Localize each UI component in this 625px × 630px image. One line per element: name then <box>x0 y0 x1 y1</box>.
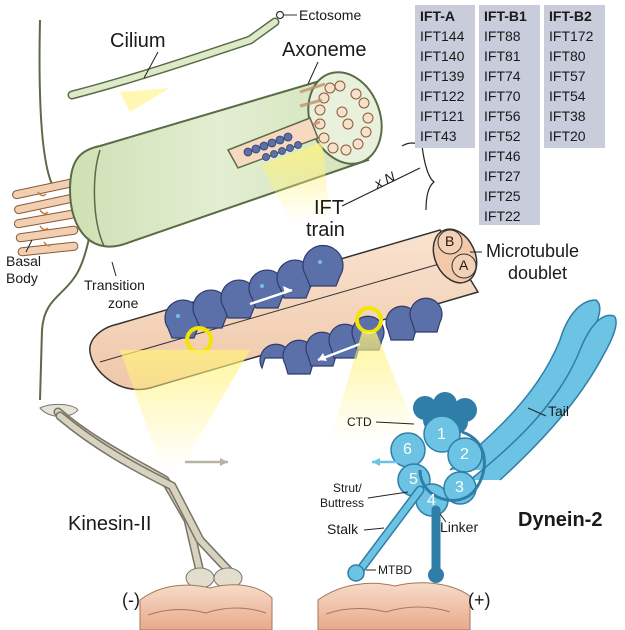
dynein-2 <box>347 299 617 583</box>
axoneme-label: Axoneme <box>282 39 367 61</box>
ift-b2-table: IFT-B2 IFT172 IFT80 IFT57 IFT54 IFT38 IF… <box>544 5 605 148</box>
ift-b2-item: IFT172 <box>549 28 594 44</box>
ectosome-label: Ectosome <box>299 7 362 23</box>
microtubule-label-1: Microtubule <box>486 241 580 261</box>
ift-a-table: IFT-A IFT144 IFT140 IFT139 IFT122 IFT121… <box>415 5 475 148</box>
ift-b1-item: IFT74 <box>484 68 521 84</box>
ift-train-label-2: train <box>306 219 345 241</box>
ift-a-header: IFT-A <box>420 8 455 24</box>
basal-body-label-2: Body <box>6 270 38 286</box>
kinesin-microtubule <box>139 584 273 630</box>
ift-b1-item: IFT56 <box>484 108 521 124</box>
plus-end-label: (+) <box>468 590 491 610</box>
ift-a-item: IFT144 <box>420 28 465 44</box>
ift-b2-item: IFT20 <box>549 128 586 144</box>
ift-b2-item: IFT38 <box>549 108 586 124</box>
aaa-1-label: 1 <box>437 426 446 443</box>
ift-train-anterograde <box>164 244 344 339</box>
linker-label: Linker <box>440 519 479 535</box>
axoneme-cylinder <box>68 71 383 248</box>
kinesin-ii <box>39 403 243 589</box>
ift-b1-item: IFT81 <box>484 48 521 64</box>
aaa-4-label: 4 <box>427 492 436 509</box>
basal-body <box>12 178 79 257</box>
tubule-b-label: B <box>445 233 455 249</box>
strut-label-1: Strut/ <box>333 481 362 495</box>
cilium-label: Cilium <box>110 30 166 52</box>
ift-b1-header: IFT-B1 <box>484 8 527 24</box>
ift-a-item: IFT139 <box>420 68 465 84</box>
ift-b2-item: IFT54 <box>549 88 586 104</box>
ift-b1-item: IFT88 <box>484 28 521 44</box>
ift-a-item: IFT43 <box>420 128 457 144</box>
transition-zone-label-1: Transition <box>84 277 145 293</box>
ift-a-item: IFT122 <box>420 88 465 104</box>
ift-b1-item: IFT70 <box>484 88 521 104</box>
ift-b2-header: IFT-B2 <box>549 8 592 24</box>
ift-b1-item: IFT52 <box>484 128 521 144</box>
basal-body-label-1: Basal <box>6 253 42 269</box>
ift-a-item: IFT140 <box>420 48 465 64</box>
kinesin-label: Kinesin-II <box>68 513 152 535</box>
strut-label-2: Buttress <box>320 496 365 510</box>
ift-b1-item: IFT46 <box>484 148 521 164</box>
ift-b1-item: IFT25 <box>484 188 521 204</box>
ift-b2-item: IFT80 <box>549 48 586 64</box>
ctd-label: CTD <box>347 415 372 429</box>
minus-end-label: (-) <box>122 590 140 610</box>
xn-bracket <box>341 142 435 211</box>
ift-train-label-1: IFT <box>314 197 344 219</box>
ift-train-retrograde <box>259 297 443 375</box>
ift-b1-table: IFT-B1 IFT88 IFT81 IFT74 IFT70 IFT56 IFT… <box>479 5 540 225</box>
microtubule-doublet <box>89 228 480 391</box>
transition-zone-label-2: zone <box>108 295 139 311</box>
mtbd-label: MTBD <box>378 563 412 577</box>
tail-label: Tail <box>548 403 570 419</box>
dynein-label: Dynein-2 <box>518 509 603 531</box>
aaa-6-label: 6 <box>403 441 412 458</box>
tubule-a-label: A <box>459 257 469 273</box>
ift-b2-item: IFT57 <box>549 68 586 84</box>
aaa-3-label: 3 <box>455 479 464 496</box>
microtubule-label-2: doublet <box>508 263 568 283</box>
ectosome <box>275 10 297 20</box>
aaa-5-label: 5 <box>409 471 418 488</box>
ift-b1-item: IFT22 <box>484 208 521 224</box>
ift-a-item: IFT121 <box>420 108 465 124</box>
aaa-2-label: 2 <box>460 446 469 463</box>
ift-b1-item: IFT27 <box>484 168 521 184</box>
dynein-microtubule <box>317 582 471 630</box>
stalk-label: Stalk <box>327 521 359 537</box>
